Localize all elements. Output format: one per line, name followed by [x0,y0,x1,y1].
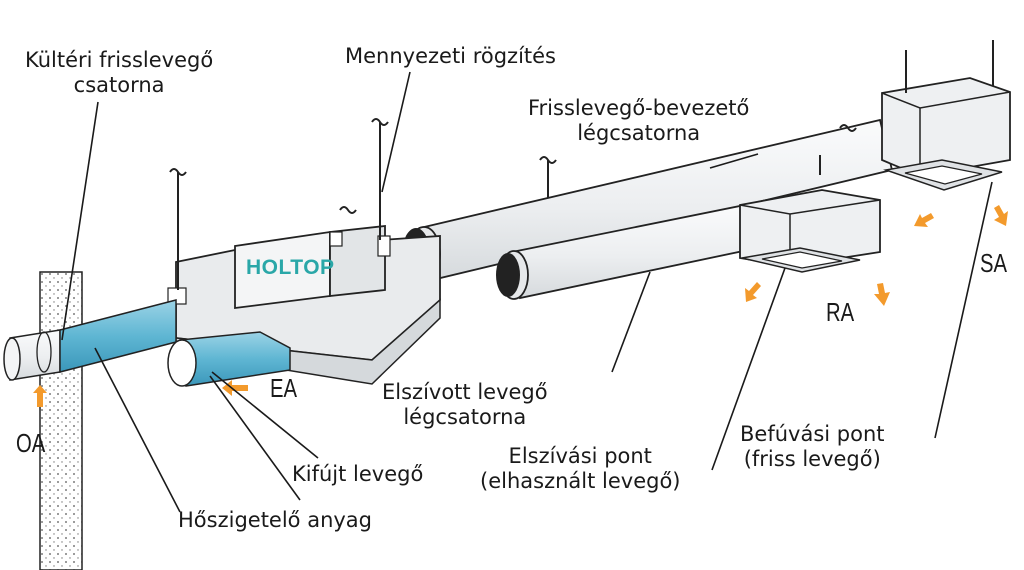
label-fresh-air-inlet-duct: Frisslevegő-bevezető légcsatorna [528,96,750,145]
ea-arrow [222,380,248,396]
label-extract-air-duct: Elszívott levegő légcsatorna [382,380,548,429]
oa-arrow [33,385,47,407]
wall [39,271,83,570]
extract-air-duct [496,204,750,300]
label-extraction-point: Elszívási pont (elhasznált levegő) [480,444,681,493]
label-supply-point: Befúvási pont (friss levegő) [740,422,885,471]
holtop-logo: HOLTOP [246,256,335,280]
logo-text: HOLTOP [246,256,335,279]
sa-arrow-left [914,213,934,227]
sa-arrow-right [994,205,1008,226]
ceiling-hangers [169,118,857,290]
label-ceiling-mount: Mennyezeti rögzítés [345,44,556,68]
flow-sa-label: SA [980,248,1008,278]
ra-arrow-right [874,283,890,306]
flow-ea-label: EA [270,373,298,403]
exhaust-air-duct [167,331,291,387]
label-insulation-material: Hőszigetelő anyag [178,508,373,532]
flow-arrows [33,205,1008,407]
flow-ra-label: RA [826,297,855,327]
return-box [739,189,881,273]
label-exhaust-air: Kifújt levegő [292,462,424,486]
flow-oa-label: OA [16,428,46,458]
leader-lines [61,71,993,513]
ventilation-unit [167,224,441,385]
label-outdoor-fresh-air-duct: Kültéri frisslevegő csatorna [25,48,214,97]
outdoor-fresh-air-duct [3,299,177,381]
ra-arrow-left [745,282,761,302]
supply-box [881,40,1011,191]
